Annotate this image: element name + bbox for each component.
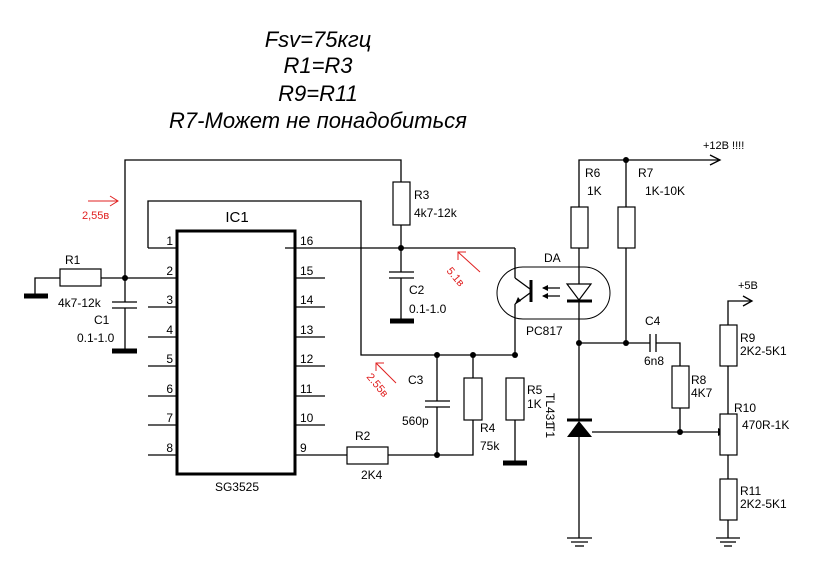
c4: C4 6n8 xyxy=(644,314,681,368)
pin-12: 12 xyxy=(300,352,314,366)
r4: R4 75k xyxy=(437,355,500,456)
pin-10: 10 xyxy=(300,411,314,425)
r1-ref: R1 xyxy=(65,253,81,267)
r6-ref: R6 xyxy=(585,166,601,180)
junction xyxy=(677,429,683,435)
r7-ref: R7 xyxy=(638,166,654,180)
note-r1-r3: R1=R3 xyxy=(283,53,353,78)
da-part: PC817 xyxy=(526,324,563,338)
r6: R6 1K xyxy=(570,166,602,420)
arrow-5v-icon xyxy=(742,295,754,307)
pin-11: 11 xyxy=(300,382,313,396)
ground-icon xyxy=(716,537,740,547)
r7-value: 1K-10K xyxy=(645,184,685,198)
annotation-2-55v-pin2: 2,55в xyxy=(82,195,119,222)
note-r9-r11: R9=R11 xyxy=(278,81,358,106)
pin-4: 4 xyxy=(166,323,173,337)
r10: R10 470R-1K xyxy=(719,401,789,479)
r9: R9 2K2-5K1 xyxy=(719,324,787,414)
ic1-right-pins xyxy=(285,247,347,456)
r3: R3 4k7-12k xyxy=(392,181,458,248)
c3: C3 560p xyxy=(402,355,450,455)
r8-value: 4K7 xyxy=(691,386,713,400)
r2: R2 2K4 xyxy=(346,429,437,482)
r2-value: 2K4 xyxy=(361,468,383,482)
r10-value: 470R-1K xyxy=(742,418,789,432)
r5: R5 1K xyxy=(503,377,543,466)
annotation-5-1v: 5.1в xyxy=(444,251,481,289)
annotation-text: 2,55в xyxy=(82,210,109,222)
r11-ref: R11 xyxy=(740,484,761,498)
annotation-text: 2.55в xyxy=(364,371,391,400)
pin-13: 13 xyxy=(300,323,314,337)
rail-12v-label: +12В !!!! xyxy=(703,140,744,152)
junction xyxy=(576,340,582,346)
wire-top xyxy=(124,159,402,278)
c2-ref: C2 xyxy=(409,283,425,297)
tl431-t1: TL431 T1 xyxy=(543,393,726,538)
r8-ref: R8 xyxy=(691,373,707,387)
r3-value: 4k7-12k xyxy=(414,206,458,220)
pin-2: 2 xyxy=(166,264,173,278)
r1-value: 4k7-12k xyxy=(58,296,102,310)
annotation-text: 5.1в xyxy=(444,265,467,289)
r2-ref: R2 xyxy=(355,429,371,443)
pin-5: 5 xyxy=(166,352,173,366)
da-ref: DA xyxy=(544,251,561,265)
rail-5v xyxy=(727,300,752,325)
pin-9: 9 xyxy=(300,441,307,455)
pin-6: 6 xyxy=(166,382,173,396)
ic1-part: SG3525 xyxy=(215,480,259,494)
c3-ref: C3 xyxy=(408,373,424,387)
pin-8: 8 xyxy=(166,441,173,455)
c1-value: 0.1-1.0 xyxy=(77,331,115,345)
r3-ref: R3 xyxy=(414,188,430,202)
r5-value: 1K xyxy=(527,397,542,411)
c4-ref: C4 xyxy=(645,314,661,328)
r4-ref: R4 xyxy=(480,421,496,435)
junction xyxy=(512,352,518,358)
note-r7: R7-Может не понадобиться xyxy=(169,108,467,133)
c3-value: 560p xyxy=(402,414,429,428)
rail-5v-label: +5В xyxy=(738,280,758,292)
ground-icon xyxy=(567,537,592,547)
c4-value: 6n8 xyxy=(644,354,664,368)
c1-ref: C1 xyxy=(94,313,110,327)
wire-pin1-loop xyxy=(147,200,515,356)
pin-1: 1 xyxy=(166,234,173,248)
junction xyxy=(623,340,629,346)
r10-ref: R10 xyxy=(734,401,756,415)
t1-ref: T1 xyxy=(543,424,557,438)
c2-value: 0.1-1.0 xyxy=(409,302,447,316)
r6-value: 1K xyxy=(587,184,602,198)
t1-part: TL431 xyxy=(543,393,557,427)
junction xyxy=(434,452,440,458)
pin-3: 3 xyxy=(166,293,173,307)
c1: C1 0.1-1.0 xyxy=(77,278,137,354)
pin-7: 7 xyxy=(166,411,173,425)
ic1-left-pins xyxy=(125,247,177,456)
r7: R7 1K-10K xyxy=(617,160,685,343)
r11: R11 2K2-5K1 xyxy=(719,478,787,538)
pin-16: 16 xyxy=(300,234,314,248)
rail-12v xyxy=(578,159,720,207)
pin-14: 14 xyxy=(300,293,314,307)
annotation-2-55v-pin12: 2.55в xyxy=(364,362,397,400)
pin-15: 15 xyxy=(300,264,314,278)
ic1-body xyxy=(175,229,297,476)
r8: R8 4K7 xyxy=(671,365,713,432)
r1: R1 4k7-12k xyxy=(24,253,125,310)
ic1: IC1 SG3525 1 2 3 4 5 6 7 xyxy=(125,209,347,494)
c2: C2 0.1-1.0 xyxy=(389,248,447,324)
r11-value: 2K2-5K1 xyxy=(740,497,787,511)
arrow-12v-icon xyxy=(709,154,722,166)
note-frequency: Fsv=75кгц xyxy=(265,27,372,52)
ic1-ref: IC1 xyxy=(225,209,248,226)
optocoupler-da: DA PC817 xyxy=(496,251,611,355)
r4-value: 75k xyxy=(480,439,500,453)
r9-value: 2K2-5K1 xyxy=(740,344,787,358)
r9-ref: R9 xyxy=(740,331,756,345)
r5-ref: R5 xyxy=(527,383,543,397)
